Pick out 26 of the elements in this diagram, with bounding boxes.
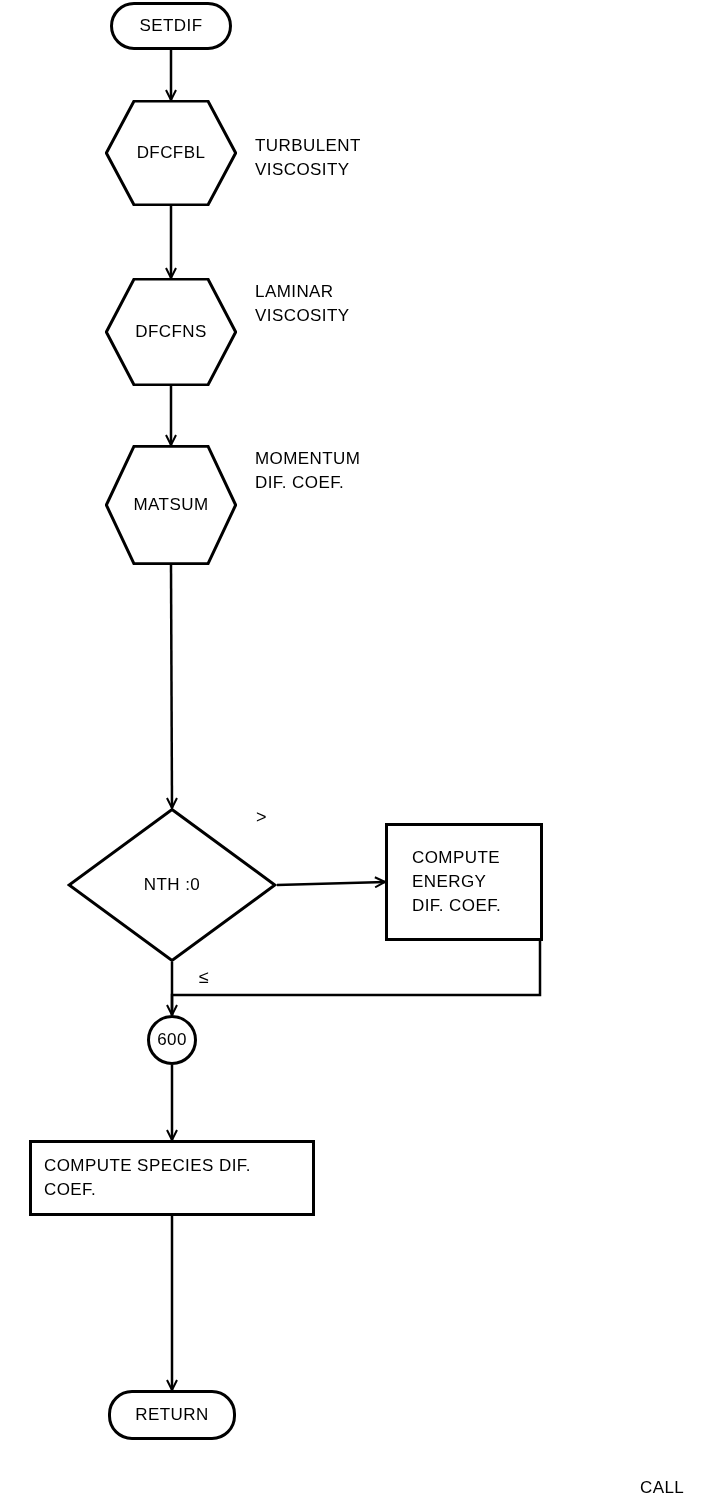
node-label: NTH :0 bbox=[142, 874, 202, 896]
node-label: COMPUTE ENERGY DIF. COEF. bbox=[411, 847, 503, 917]
node-label: 600 bbox=[157, 1029, 187, 1051]
terminal-shape bbox=[110, 2, 232, 50]
node-label: COMPUTE SPECIES DIF. COEF. bbox=[43, 1155, 252, 1201]
node-label: DFCFNS bbox=[135, 321, 207, 343]
arrow bbox=[166, 1065, 178, 1141]
arrow bbox=[166, 941, 542, 1016]
process-box bbox=[29, 1140, 315, 1216]
arrow bbox=[166, 1216, 178, 1391]
terminal-shape bbox=[108, 1390, 236, 1440]
annotation-text: TURBULENT VISCOSITY bbox=[255, 135, 362, 181]
process-box bbox=[385, 823, 543, 941]
annotation-text: MOMENTUM DIF. COEF. bbox=[255, 448, 362, 494]
node-label: MATSUM bbox=[133, 494, 209, 516]
node-label: DFCFBL bbox=[136, 142, 206, 164]
annotation-text: LAMINAR VISCOSITY bbox=[255, 281, 351, 327]
arrow bbox=[165, 565, 178, 809]
arrow bbox=[276, 876, 386, 889]
arrow bbox=[165, 50, 177, 101]
decision-diamond bbox=[67, 808, 277, 962]
note-text: CALL bbox=[640, 1477, 685, 1499]
arrow bbox=[165, 206, 177, 279]
node-label: RETURN bbox=[135, 1404, 209, 1426]
node-label: SETDIF bbox=[139, 15, 203, 37]
arrow bbox=[165, 386, 177, 446]
